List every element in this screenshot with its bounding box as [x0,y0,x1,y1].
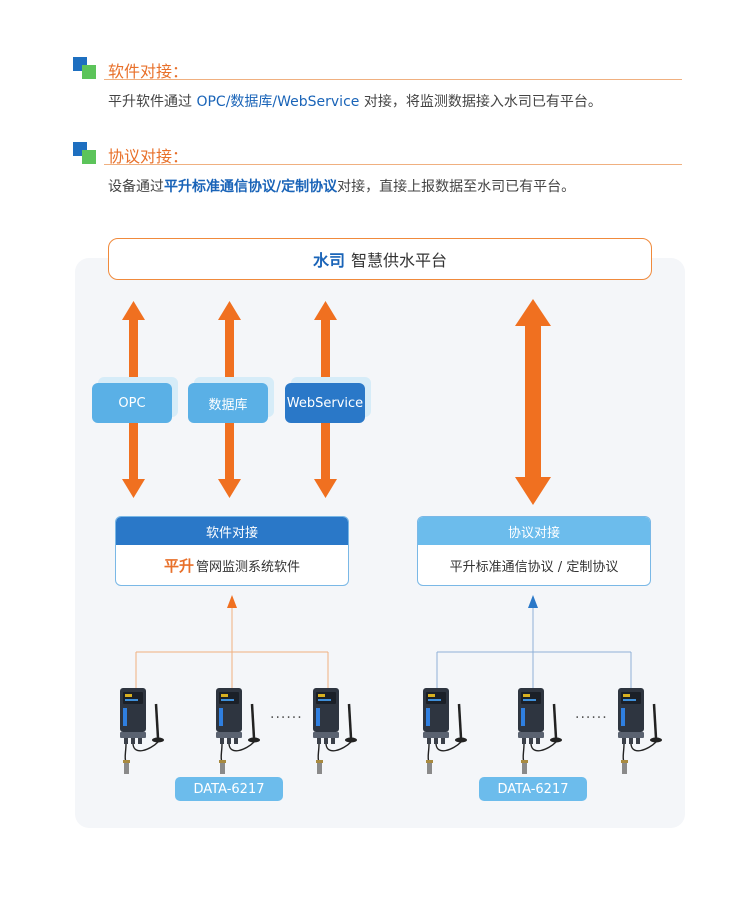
right-up-arrow [528,595,538,608]
device-model-badge-left: DATA-6217 [175,777,283,801]
section-divider [104,79,682,80]
more-devices-dots-right: ...... [575,706,608,722]
left-connector [135,606,329,688]
left-up-arrow [227,595,237,608]
right-connector [436,606,632,688]
card-header: 协议对接 [418,517,650,545]
section-icon [73,142,97,164]
double-arrow-protocol [515,299,551,505]
protocol-integration-card: 协议对接 平升标准通信协议 / 定制协议 [417,516,651,586]
database-box: 数据库 [188,383,268,423]
left-devices [118,686,359,776]
right-devices [421,686,664,776]
section-title-software: 软件对接： [108,62,189,81]
section-title-protocol: 协议对接： [108,147,189,166]
platform-brand: 水司 [312,251,345,270]
card-header: 软件对接 [116,517,348,545]
opc-box: OPC [92,383,172,423]
software-integration-card: 软件对接 平升 管网监测系统软件 [115,516,349,586]
more-devices-dots-left: ...... [270,706,303,722]
smart-water-platform: 水司 智慧供水平台 [108,238,652,280]
software-name: 管网监测系统软件 [196,559,301,575]
webservice-box: WebService [285,383,365,423]
text-part: 平升软件通过 [108,94,197,110]
software-brand: 平升 [163,556,194,575]
text-part-highlight: 平升标准通信协议/定制协议 [164,179,338,195]
card-body: 平升标准通信协议 / 定制协议 [449,559,619,575]
section-icon [73,57,97,79]
text-part: 对接，将监测数据接入水司已有平台。 [359,94,602,110]
device-model-badge-right: DATA-6217 [479,777,587,801]
section-text-protocol: 设备通过平升标准通信协议/定制协议对接，直接上报数据至水司已有平台。 [108,176,575,196]
section-divider [104,164,682,165]
platform-name: 智慧供水平台 [351,251,448,270]
text-part: 对接，直接上报数据至水司已有平台。 [337,179,576,195]
card-body: 平升 管网监测系统软件 [116,545,348,585]
section-text-software: 平升软件通过 OPC/数据库/WebService 对接，将监测数据接入水司已有… [108,91,602,111]
text-part-highlight: OPC/数据库/WebService [196,94,360,110]
text-part: 设备通过 [108,179,164,195]
